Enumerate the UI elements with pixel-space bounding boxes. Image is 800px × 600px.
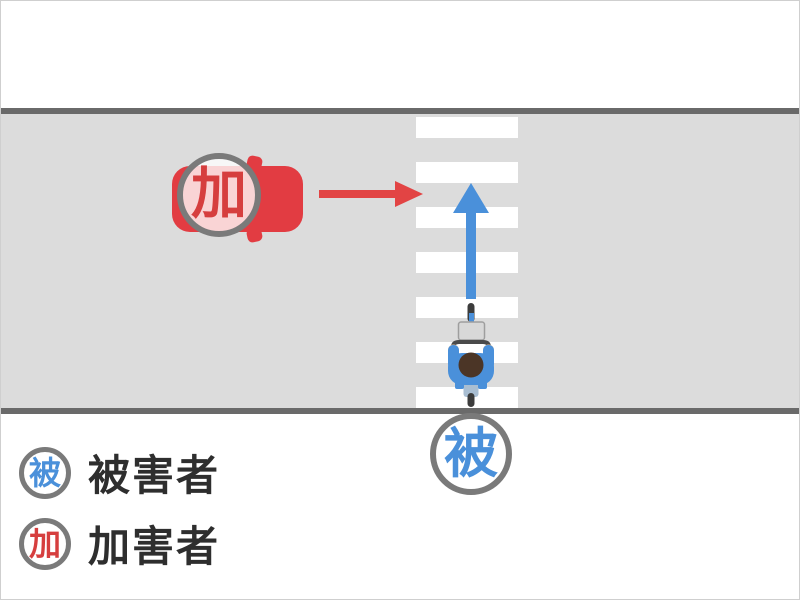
road-surface [1,114,799,408]
bike-rear-wheel [467,393,475,407]
crosswalk-stripe [416,387,518,408]
bike-frame [469,313,474,329]
perpetrator-badge: 加 [177,153,261,237]
perpetrator-arrow-head [395,181,423,207]
bike-basket [457,321,486,341]
victim-arrow-head [453,183,489,213]
victim-bicycle [448,303,494,407]
crosswalk-stripe [416,117,518,138]
legend-victim-badge: 被 [19,446,71,499]
legend-victim-badge-char: 被 [28,453,61,492]
road-edge-bottom [1,408,799,414]
road-edge-top [1,108,799,114]
perpetrator-badge-char: 加 [191,162,247,227]
crosswalk-stripe [416,162,518,183]
legend-perpetrator-label: 加害者 [88,522,221,571]
victim-arrow-shaft [466,212,476,299]
legend-item-perpetrator: 加 加害者 [19,513,220,574]
legend-perpetrator-badge: 加 [19,517,71,570]
rider-head [458,352,484,378]
legend-item-victim: 被 被害者 [19,442,220,503]
victim-badge-char: 被 [444,422,498,485]
victim-badge: 被 [430,413,512,495]
perpetrator-arrow-shaft [319,190,395,198]
legend-victim-label: 被害者 [88,451,221,500]
crosswalk-stripe [416,297,518,318]
legend-perpetrator-badge-char: 加 [28,524,61,563]
